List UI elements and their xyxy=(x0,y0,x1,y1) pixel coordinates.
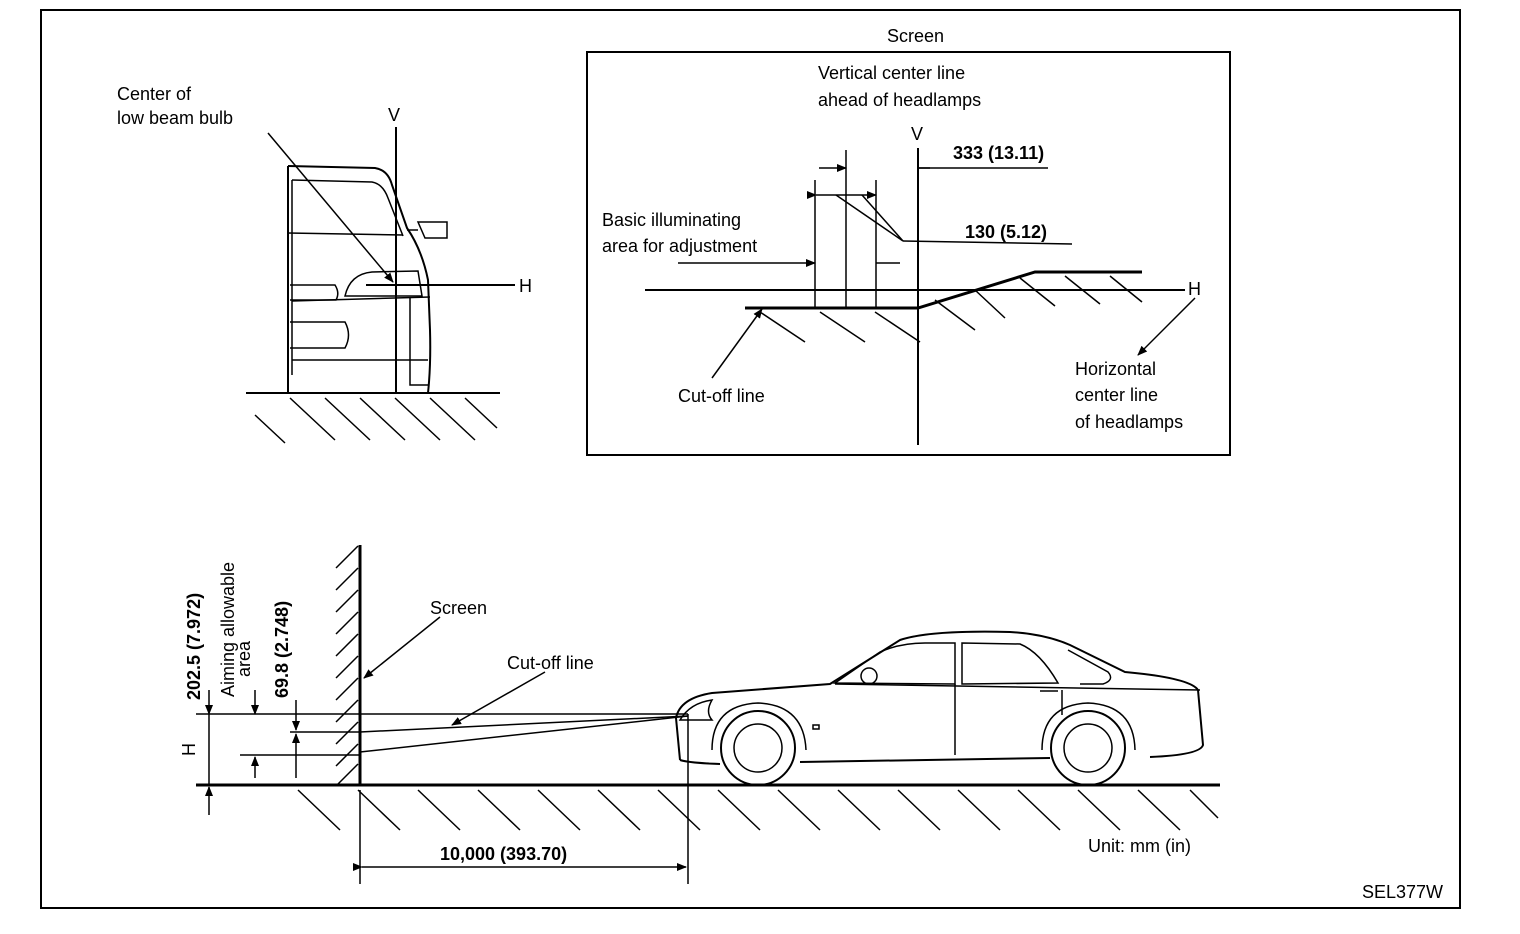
horizontal-center-label-3: of headlamps xyxy=(1075,412,1183,432)
h-axis-label-front: H xyxy=(519,276,532,296)
dimension-333: 333 (13.11) xyxy=(953,143,1044,163)
v-axis-label-screen: V xyxy=(911,124,923,144)
basic-area-label-1: Basic illuminating xyxy=(602,210,741,230)
cutoff-hatching xyxy=(759,275,1143,343)
bulb-label-line1: Center of xyxy=(117,84,192,104)
cutoff-line-label-screen: Cut-off line xyxy=(678,386,765,406)
screen-panel xyxy=(586,51,1231,456)
vertical-center-line-label-2: ahead of headlamps xyxy=(818,90,981,110)
v-axis-label-front: V xyxy=(388,105,400,125)
vertical-center-line-label-1: Vertical center line xyxy=(818,63,965,83)
basic-area-label-2: area for adjustment xyxy=(602,236,757,256)
wall-hatching xyxy=(335,545,359,785)
dimension-202-5: 202.5 (7.972) xyxy=(184,593,204,700)
h-axis-label-screen: H xyxy=(1188,279,1201,299)
aiming-area-label-1: Aiming allowable xyxy=(218,562,238,697)
distance-dimension: 10,000 (393.70) xyxy=(440,844,567,864)
ground-hatching-bottom xyxy=(297,789,1219,831)
horizontal-center-label-2: center line xyxy=(1075,385,1158,405)
figure-code: SEL377W xyxy=(1362,882,1443,902)
screen-label-side: Screen xyxy=(430,598,487,618)
horizontal-center-label-1: Horizontal xyxy=(1075,359,1156,379)
screen-panel-title: Screen xyxy=(887,26,944,46)
front-view-vehicle xyxy=(246,127,515,444)
dimension-130: 130 (5.12) xyxy=(965,222,1047,242)
screen-pattern xyxy=(645,148,1196,445)
h-height-label: H xyxy=(179,743,199,756)
aiming-area-label-2: area xyxy=(234,640,254,677)
unit-label: Unit: mm (in) xyxy=(1088,836,1191,856)
side-view xyxy=(196,545,1220,884)
cutoff-line-label-side: Cut-off line xyxy=(507,653,594,673)
figure-frame xyxy=(40,9,1461,909)
side-view-vehicle xyxy=(674,630,1205,786)
dimension-69-8: 69.8 (2.748) xyxy=(272,601,292,698)
ground-hatching-top-left xyxy=(254,397,498,444)
bulb-label-line2: low beam bulb xyxy=(117,108,233,128)
